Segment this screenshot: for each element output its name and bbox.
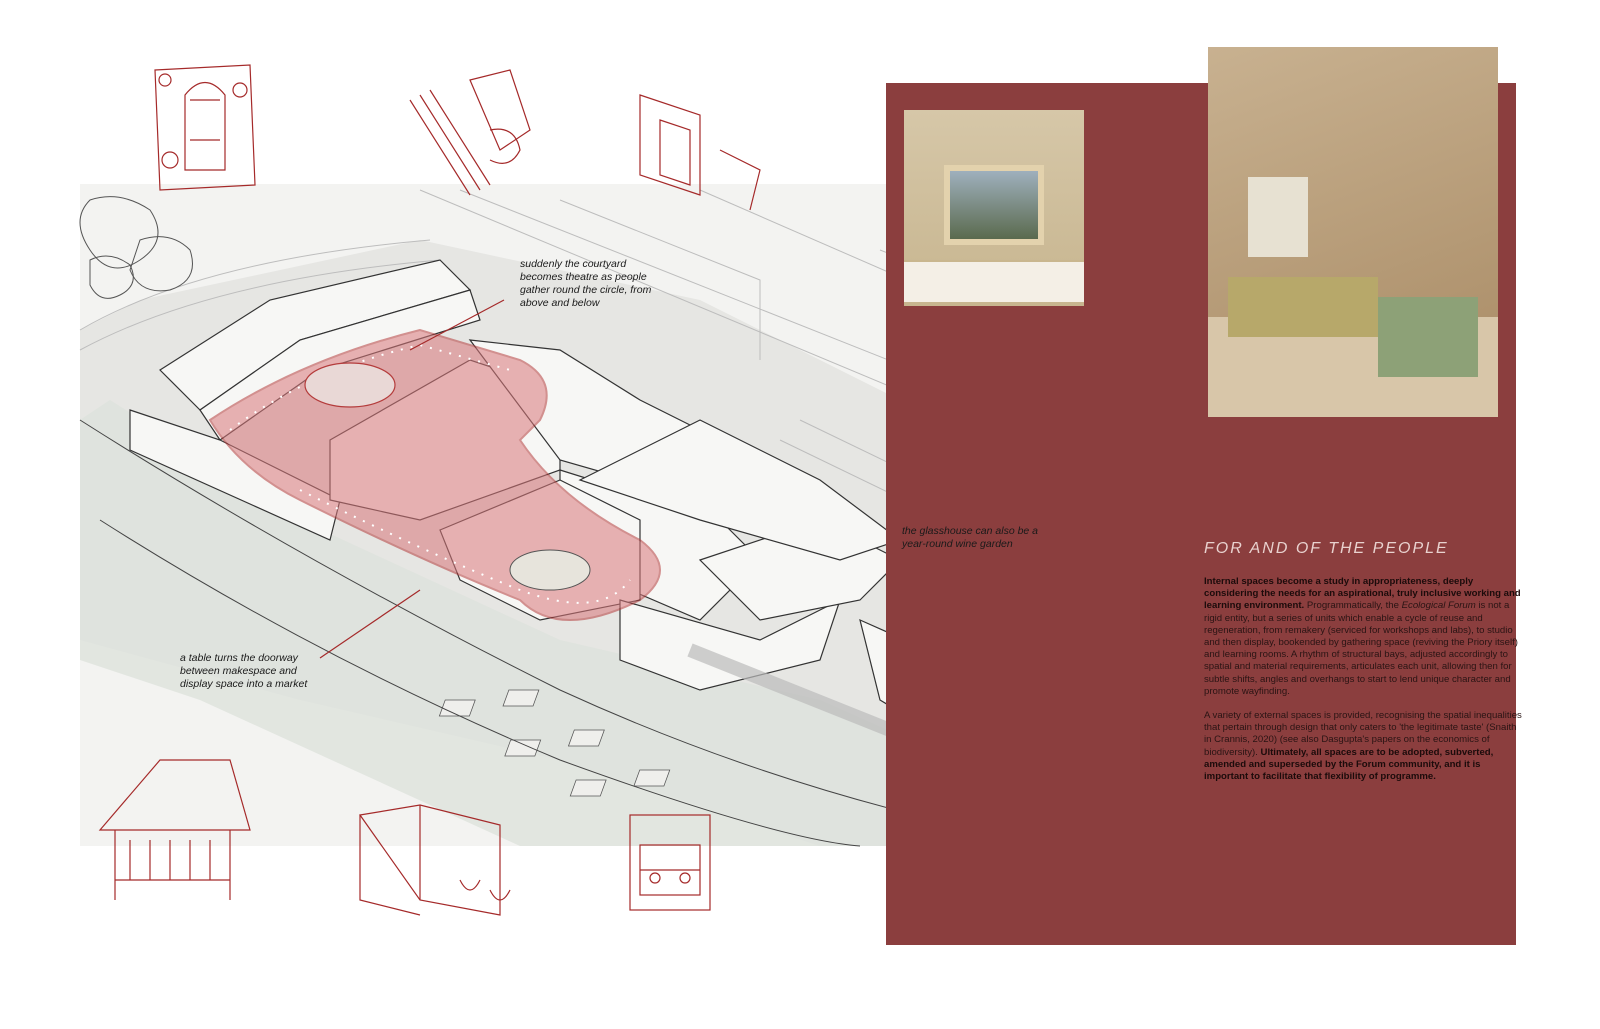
- panel-body: Internal spaces become a study in approp…: [1204, 576, 1526, 795]
- interior-render: [1208, 47, 1498, 417]
- window-sketch: [154, 64, 256, 191]
- para1-ecological-forum: Ecological Forum: [1401, 600, 1476, 612]
- para2-text: A variety of external spaces is provided…: [1204, 710, 1522, 758]
- para1-text-a: Programmatically, the: [1304, 600, 1402, 612]
- window-sill: [904, 260, 1084, 302]
- stair-sketch: [409, 69, 531, 196]
- panel-heading: FOR AND OF THE PEOPLE: [1204, 540, 1449, 557]
- panel-paragraph-1: Internal spaces become a study in approp…: [1204, 576, 1526, 698]
- render-island: [1378, 297, 1478, 377]
- para2-conclusion: Ultimately, all spaces are to be adopted…: [1204, 746, 1494, 783]
- doorway-sketch: [639, 94, 761, 211]
- annotation-glasshouse: the glasshouse can also be a year-round …: [902, 525, 1039, 550]
- annotation-table: a table turns the doorway between makesp…: [180, 652, 308, 690]
- render-window: [1248, 177, 1308, 257]
- window-people-sketch: [629, 814, 711, 911]
- para1-text-b: is not a rigid entity, but a series of u…: [1204, 600, 1518, 697]
- thatched-hut-sketch: [98, 759, 251, 900]
- window-opening: [944, 165, 1044, 245]
- render-counter: [1228, 277, 1378, 337]
- para1-lead: Internal spaces become a study in approp…: [1204, 576, 1521, 612]
- panel-paragraph-2: A variety of external spaces is provided…: [1204, 710, 1526, 783]
- market-stall-sketch: [358, 804, 511, 916]
- annotation-courtyard: suddenly the courtyard becomes theatre a…: [520, 258, 652, 309]
- wooden-window-render: [904, 110, 1084, 306]
